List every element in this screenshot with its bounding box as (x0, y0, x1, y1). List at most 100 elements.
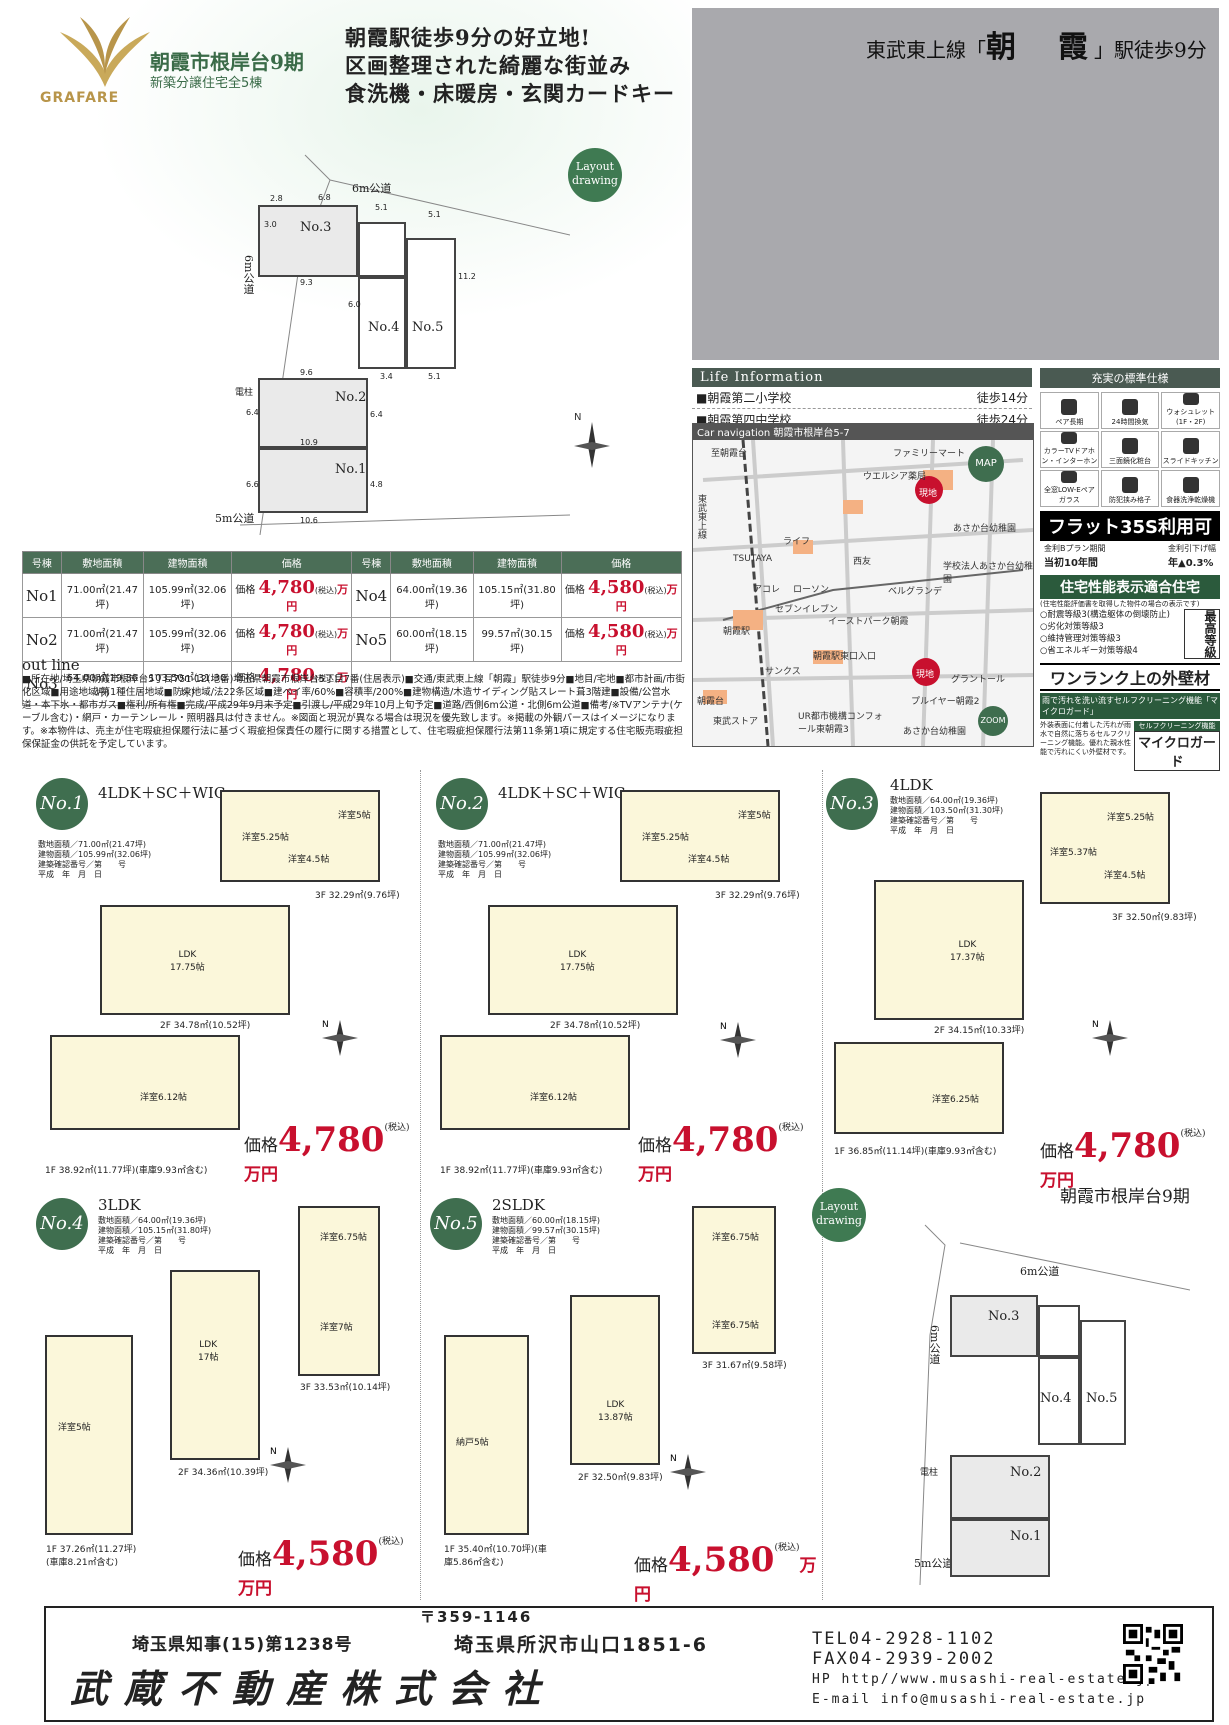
price-value: 4,580 (272, 1534, 379, 1574)
flat-right: 金利引下げ幅年▲0.3% (1164, 541, 1220, 571)
layout-drawing-badge: Layout drawing (812, 1188, 866, 1242)
floor-label-1f: 1F 36.85㎡(11.14坪)(車庫9.93㎡含む) (834, 1147, 997, 1157)
performance-note: (住宅性能評価書を取得した物件の場合の表示です) (1040, 600, 1200, 608)
site-plan-top: 6m公道 6m公道 5m公道 電柱 No.3 No.4 No.5 No.2 No… (215, 140, 570, 535)
washlet-icon (1182, 393, 1199, 405)
plan-badge: No.1 (36, 778, 88, 830)
room-label: 洋室6.75帖 (712, 1321, 760, 1331)
price-cell: 価格 4,780(税込)万円 (231, 573, 353, 618)
price-value: 4,780 (278, 1120, 385, 1160)
microguard-sub: セルフクリーニング機能 (1134, 721, 1220, 731)
info-line: 建物面積／103.50㎡(31.30坪) (890, 806, 1004, 815)
price-unit: 万円 (238, 1579, 272, 1599)
room-label: 洋室6.12帖 (530, 1093, 578, 1103)
dim-5: 9.6 (300, 368, 313, 377)
station-line: 東武東上線「 (866, 38, 986, 62)
spec-item: 24時間換気 (1100, 392, 1160, 429)
grafare-logo-icon (60, 17, 150, 87)
plan-no1: No.1 4LDK＋SC＋WIC 敷地面積／71.00㎡(21.47坪)建物面積… (20, 770, 420, 1190)
road-south-label: 5m公道 (215, 512, 255, 525)
map-label: アコレ (753, 585, 781, 595)
footer-address: 埼玉県所沢市山口1851-6 (454, 1634, 708, 1656)
th: 号棟 (351, 551, 392, 574)
lot-no4-label: No.4 (368, 320, 400, 335)
lot-no1-label: No.1 (335, 462, 367, 477)
th: 敷地面積 (60, 551, 145, 574)
plan-badge: No.5 (430, 1198, 482, 1250)
logo-text: GRAFARE (40, 90, 120, 106)
lot-no4-label: No.4 (1040, 1391, 1072, 1406)
perf-item: ○耐震等級3(構造躯体の倒壊防止) (1040, 610, 1170, 620)
lot-no2 (258, 378, 368, 448)
spec-label: ウォシュレット(1F・2F) (1166, 408, 1216, 426)
life-row-1: ■朝霞第二小学校徒歩14分 (692, 387, 1032, 409)
dim-14: 10.6 (300, 516, 318, 525)
plan-price: 価格4,580(税込)万円 (634, 1540, 820, 1605)
footer-hp[interactable]: HP http//www.musashi-real-estate.jp/ (812, 1672, 1166, 1687)
lot-no4 (1038, 1357, 1080, 1445)
info-line: 平成 年 月 日 (98, 1246, 162, 1255)
info-line: 建物面積／105.99㎡(32.06坪) (438, 850, 552, 859)
price-unit: 万円 (286, 671, 349, 701)
map-label: 現地 (916, 670, 935, 680)
divider (420, 770, 421, 1190)
lot-no3-parking (1038, 1305, 1080, 1357)
land-area: 60.00㎡(18.15坪) (390, 617, 474, 662)
qr-code-icon[interactable] (1123, 1624, 1183, 1684)
station-name: 朝 霞 (986, 30, 1094, 65)
spec-label: 防犯挟み格子 (1108, 496, 1151, 504)
map-label: 東武ストア (713, 717, 759, 727)
map-label: 現地 (919, 489, 938, 499)
plan-info: 敷地面積／71.00㎡(21.47坪)建物面積／105.99㎡(32.06坪)建… (438, 840, 551, 880)
lot-no3 (950, 1295, 1038, 1357)
price-prefix: 価格 (564, 629, 585, 640)
price-unit: 万円 (286, 627, 349, 657)
footer-fax: FAX04-2939-2002 (812, 1649, 996, 1669)
flat-right-value: 年▲0.3% (1168, 558, 1214, 569)
slogan-3: 食洗機・床暖房・玄関カードキー (345, 81, 675, 106)
spec-item: 三面鏡化粧台 (1100, 431, 1160, 468)
road-south-label: 5m公道 (914, 1557, 954, 1570)
floor-label-2f: 2F 32.50㎡(9.83坪) (578, 1473, 663, 1483)
road-north-label: 6m公道 (352, 182, 392, 195)
info-line: 敷地面積／71.00㎡(21.47坪) (38, 840, 147, 849)
room-label: 洋室6.75帖 (320, 1233, 368, 1243)
price-unit: 万円 (286, 583, 349, 613)
exterior-body: 外装表面に付着した汚れが雨水で自然に落ちるセルフクリーニング機能。優れた親水性能… (1040, 721, 1131, 756)
footer-mail[interactable]: E-mail info@musashi-real-estate.jp (812, 1692, 1147, 1707)
room-label: 洋室4.5帖 (688, 855, 730, 865)
layout-badge-text: Layout drawing (572, 160, 618, 187)
exterior-detail: 外装表面に付着した汚れが雨水で自然に落ちるセルフクリーニング機能。優れた親水性能… (1040, 721, 1220, 771)
layout-drawing-badge: Layout drawing (568, 148, 622, 202)
compass-icon: N (574, 412, 610, 468)
security-icon (1121, 477, 1138, 493)
plan-no3: No.3 4LDK 敷地面積／64.00㎡(19.36坪)建物面積／103.50… (822, 770, 1222, 1191)
room-label: 洋室5帖 (738, 811, 771, 821)
info-line: 平成 年 月 日 (38, 870, 102, 879)
lot-no2-label: No.2 (1010, 1465, 1042, 1480)
map-label: ベルグランデ (888, 587, 943, 597)
spec-label: スライドキッチン (1162, 457, 1219, 465)
info-line: 建築確認番号／第 号 (492, 1236, 580, 1245)
lot-no: No2 (22, 617, 62, 662)
flat-left-note: 金利Bプラン期間 (1044, 544, 1106, 553)
ldk-label: LDK 17.75帖 (170, 950, 205, 973)
area-map: Car navigation 朝霞市根岸台5-7 MAP ZOOM 至朝霞台 フ… (692, 423, 1034, 747)
flat-right-note: 金利引下げ幅 (1168, 544, 1216, 553)
exterior-photo (692, 8, 1219, 360)
dim-4: 9.3 (300, 278, 313, 287)
dim-12: 6.4 (370, 410, 383, 419)
dim-13: 6.6 (246, 480, 259, 489)
pole-label: 電柱 (235, 388, 254, 398)
price-value: 4,780 (672, 1120, 779, 1160)
info-line: 敷地面積／71.00㎡(21.47坪) (438, 840, 547, 849)
exterior-band: 雨で汚れを洗い流すセルフクリーニング機能「マイクロガード」 (1040, 693, 1220, 719)
map-header: Car navigation 朝霞市根岸台5-7 (693, 424, 1033, 440)
lot-no: No3 (22, 661, 62, 706)
tax-label: (税込) (644, 586, 667, 595)
floor-label-1f: 1F 35.40㎡(10.70坪)(車庫5.86㎡含む) (444, 1545, 547, 1568)
tax-label: (税込) (774, 1543, 800, 1553)
floor-label-3f: 3F 31.67㎡(9.58坪) (702, 1361, 787, 1371)
plan-type: 4LDK＋SC＋WIC (498, 784, 626, 802)
